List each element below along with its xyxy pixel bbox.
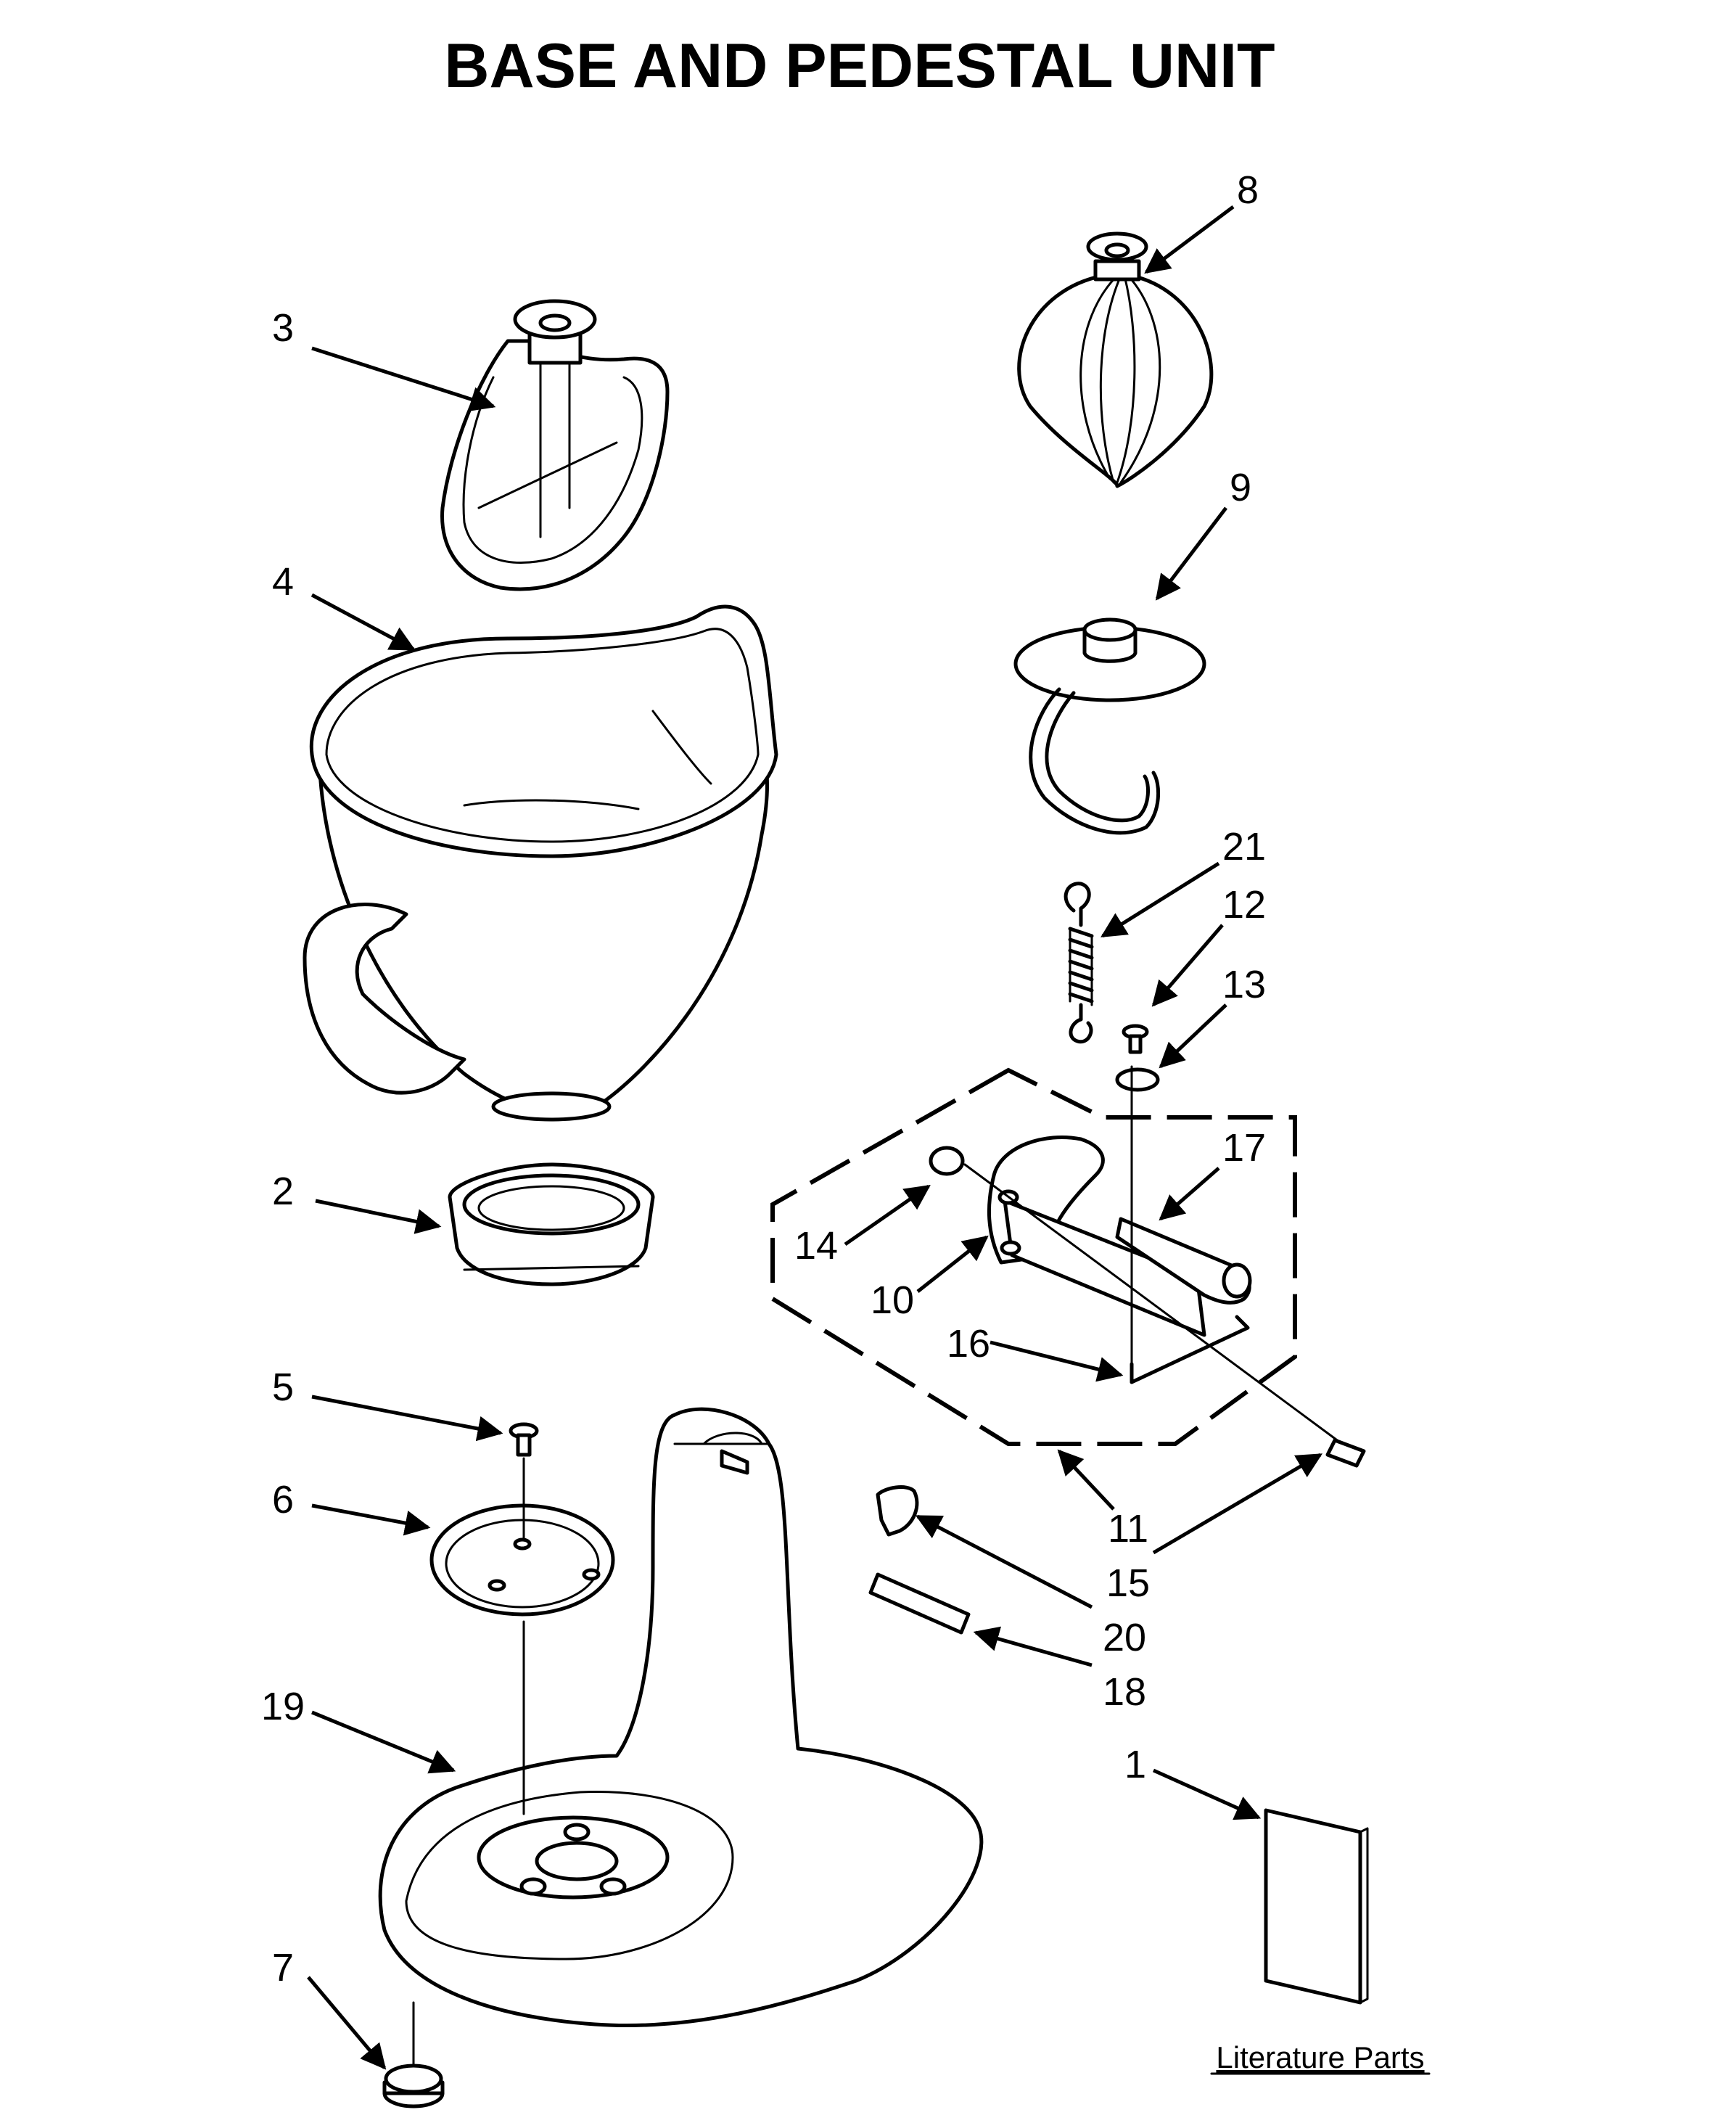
callout-20: 20 — [1103, 1616, 1146, 1659]
rod-part — [868, 1572, 971, 1635]
leader-2 — [315, 1199, 442, 1234]
leader-21 — [1101, 861, 1220, 938]
leader-15 — [1152, 1453, 1323, 1555]
hinge-assembly-outline — [770, 1067, 1297, 1446]
leader-9 — [1155, 506, 1227, 601]
callout-15: 15 — [1106, 1561, 1150, 1605]
literature-edge — [1359, 1827, 1369, 2004]
callout-13: 13 — [1222, 963, 1266, 1006]
callout-3: 3 — [272, 306, 294, 350]
callout-4: 4 — [272, 560, 294, 604]
washer-13-part — [1115, 1067, 1160, 1092]
leader-13 — [1159, 1003, 1227, 1069]
diagram-title: BASE AND PEDESTAL UNIT — [444, 31, 1275, 101]
callout-8: 8 — [1237, 168, 1259, 212]
foot-part — [382, 2064, 445, 2108]
callout-7: 7 — [272, 1946, 294, 1989]
assembly-line-base — [412, 1457, 525, 2066]
clip-part — [876, 1485, 919, 1537]
spring-part — [1064, 882, 1094, 1044]
leader-14 — [844, 1184, 931, 1247]
callout-19: 19 — [261, 1685, 305, 1728]
callout-11: 11 — [1108, 1507, 1148, 1551]
callout-1: 1 — [1124, 1743, 1146, 1786]
callout-14: 14 — [794, 1224, 838, 1268]
callout-21: 21 — [1222, 825, 1266, 868]
leader-18 — [973, 1626, 1093, 1667]
literature-parts-label: Literature Parts — [1216, 2040, 1424, 2074]
callout-18: 18 — [1103, 1670, 1146, 1714]
screw-12-part — [1122, 1024, 1149, 1054]
leader-17 — [1159, 1167, 1220, 1221]
callout-12: 12 — [1222, 883, 1266, 927]
leader-8 — [1144, 205, 1235, 274]
leader-1 — [1152, 1768, 1262, 1820]
leader-19 — [311, 1710, 456, 1774]
leader-7 — [307, 1976, 387, 2070]
leader-11 — [1057, 1449, 1115, 1511]
wire-whip-part — [1017, 231, 1214, 488]
base-plate-part — [429, 1503, 615, 1617]
leader-5 — [311, 1395, 503, 1442]
pedestal-base-part — [378, 1407, 984, 2028]
callout-6: 6 — [272, 1478, 294, 1522]
leader-10 — [916, 1235, 989, 1293]
callout-10: 10 — [871, 1278, 914, 1322]
callout-2: 2 — [272, 1170, 294, 1213]
callout-5: 5 — [272, 1366, 294, 1409]
screw-5-part — [509, 1422, 539, 1457]
leader-20 — [915, 1514, 1093, 1609]
callout-9: 9 — [1230, 466, 1251, 509]
leader-4 — [310, 593, 416, 652]
leader-12 — [1151, 924, 1224, 1007]
hinge-assembly-part — [929, 1065, 1344, 1445]
callout-16: 16 — [947, 1322, 990, 1366]
callout-17: 17 — [1222, 1126, 1266, 1170]
mixing-bowl-part — [303, 604, 778, 1122]
hinge-pin-part — [1325, 1438, 1366, 1468]
leader-6 — [311, 1503, 431, 1536]
leader-16 — [990, 1340, 1124, 1382]
bowl-clamp-ring-part — [448, 1162, 655, 1286]
dough-hook-part — [1013, 617, 1206, 835]
leader-3 — [311, 346, 496, 412]
literature-part — [1264, 1808, 1362, 2005]
flat-beater-part — [440, 299, 670, 591]
